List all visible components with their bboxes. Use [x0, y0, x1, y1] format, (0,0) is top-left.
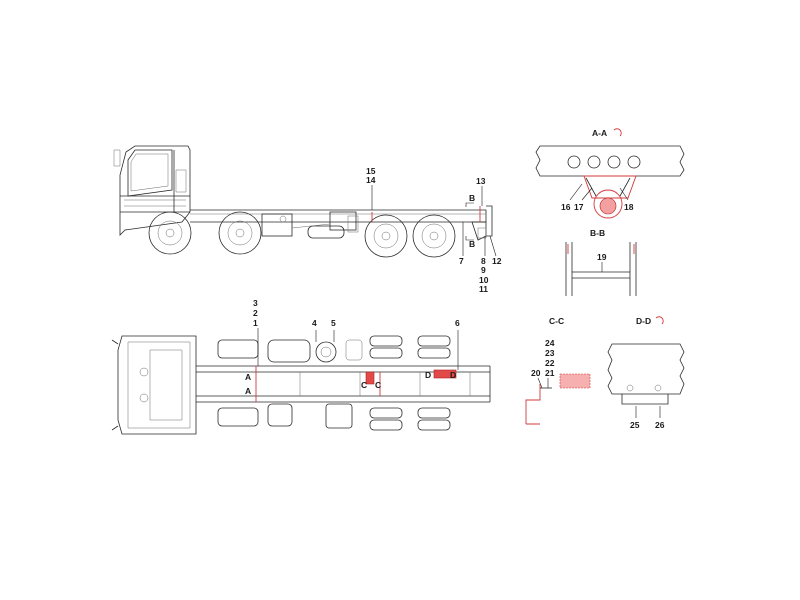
- callout-1: 1: [253, 318, 258, 328]
- wheels-side: [148, 211, 456, 258]
- callout-7: 7: [459, 256, 464, 266]
- callout-11: 11: [479, 284, 488, 294]
- top-highlight: [255, 366, 457, 402]
- highlight-block-cc: [559, 373, 591, 389]
- frame-rail-side: [190, 205, 493, 237]
- callout-26: 26: [655, 420, 665, 430]
- section-aa-title: A-A: [592, 128, 607, 138]
- top-view: A A C C D D 3 2 1 4 5 6: [111, 298, 491, 435]
- callout-15: 15: [366, 166, 376, 176]
- section-a-a: A-A 16 17 18: [535, 128, 685, 219]
- callout-25: 25: [630, 420, 640, 430]
- callout-9: 9: [481, 265, 486, 275]
- leader-12: [489, 235, 497, 257]
- leader-17: [581, 187, 593, 201]
- callout-6: 6: [455, 318, 460, 328]
- callout-10: 10: [479, 275, 489, 285]
- callout-2: 2: [253, 308, 258, 318]
- section-b-mark-top: [465, 202, 474, 207]
- section-b-mark-bottom: [465, 236, 474, 241]
- section-a-label-top: A: [245, 372, 251, 382]
- frame-rails-top: [196, 365, 491, 403]
- section-c-c: C-C 24 23 22 21 20: [525, 316, 591, 425]
- rotate-icon-aa: [613, 128, 622, 137]
- callout-8: 8: [481, 256, 486, 266]
- side-view: B B 15 14 13 7 8 9 10 11 12: [113, 145, 502, 294]
- leader-20-24: [537, 377, 549, 389]
- side-components: [261, 211, 487, 241]
- callout-14: 14: [366, 175, 376, 185]
- callout-22: 22: [545, 358, 555, 368]
- callout-13: 13: [476, 176, 486, 186]
- callout-20: 20: [531, 368, 541, 378]
- section-c-label-2: C: [375, 380, 381, 390]
- leader-18: [619, 187, 629, 201]
- section-c-label-1: C: [361, 380, 367, 390]
- callout-19: 19: [597, 252, 607, 262]
- section-dd-title: D-D: [636, 316, 651, 326]
- side-highlight: [371, 206, 481, 222]
- callout-21: 21: [545, 368, 555, 378]
- callout-12: 12: [492, 256, 502, 266]
- callout-5: 5: [331, 318, 336, 328]
- section-cc-title: C-C: [549, 316, 564, 326]
- section-d-label-2: D: [450, 370, 456, 380]
- section-bb-title: B-B: [590, 228, 605, 238]
- callout-24: 24: [545, 338, 555, 348]
- section-b-label-top: B: [469, 193, 475, 203]
- rotate-icon-dd: [655, 316, 664, 325]
- callout-18: 18: [624, 202, 634, 212]
- section-a-label-bottom: A: [245, 386, 251, 396]
- section-d-label-1: D: [425, 370, 431, 380]
- callout-17: 17: [574, 202, 584, 212]
- cab-top: [111, 335, 197, 435]
- callout-3: 3: [253, 298, 258, 308]
- callout-16: 16: [561, 202, 571, 212]
- leader-16: [569, 183, 583, 201]
- callout-23: 23: [545, 348, 555, 358]
- cab-side: [113, 145, 191, 236]
- section-b-label-bottom: B: [469, 239, 475, 249]
- wheels-top: [217, 335, 451, 431]
- callout-4: 4: [312, 318, 317, 328]
- section-d-d: D-D 25 26: [607, 316, 685, 430]
- section-b-b: B-B 19: [565, 228, 637, 296]
